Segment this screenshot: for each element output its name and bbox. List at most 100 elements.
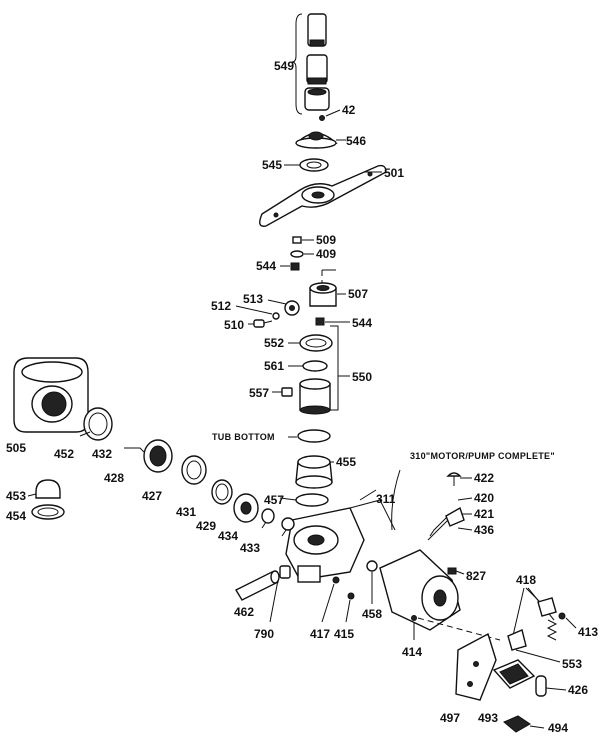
label-509: 509 [316,233,336,247]
part-493 [492,659,536,689]
part-413 [558,612,577,629]
part-453 [27,479,61,499]
label-311: 311 [376,492,396,506]
part-433 [281,517,295,537]
label-493: 493 [478,711,498,725]
label-507: 507 [348,287,368,301]
label-418: 418 [516,573,536,587]
label-505: 505 [6,441,26,455]
label-544-lower: 544 [352,316,372,330]
label-415: 415 [334,627,354,641]
label-510: 510 [224,318,244,332]
label-452: 452 [54,447,74,461]
part-429 [233,493,259,523]
label-561: 561 [264,359,284,373]
part-455 [295,455,334,489]
part-550-bracket [330,325,350,411]
part-512 [235,305,280,320]
part-409 [290,250,314,258]
part-452-clamp [79,407,113,441]
part-427-ring [181,455,207,485]
part-790 [269,565,291,623]
part-426 [535,675,567,697]
part-415 [345,592,355,623]
label-790: 790 [254,627,274,641]
label-453: 453 [6,489,26,503]
label-544-upper: 544 [256,259,276,273]
label-501: 501 [384,166,404,180]
label-457: 457 [264,493,284,507]
tub-bottom-seal [288,429,331,443]
part-507-hub [309,269,346,307]
label-497: 497 [440,711,460,725]
part-545 [284,158,329,172]
label-545: 545 [262,158,282,172]
part-422 [446,472,472,486]
label-310-motor-pump: 310"MOTOR/PUMP COMPLETE" [410,451,555,461]
part-546 [295,131,346,149]
label-414: 414 [402,645,422,659]
label-455: 455 [336,455,356,469]
part-42 [319,109,341,121]
part-501-spray-arm [259,164,387,227]
part-557 [272,387,293,397]
label-546: 546 [346,134,366,148]
part-494 [503,715,545,733]
part-553-spring [515,619,561,663]
label-454: 454 [6,509,26,523]
part-458 [366,560,378,604]
label-552: 552 [264,336,284,350]
part-544-lower [315,317,350,326]
label-462: 462 [234,605,254,619]
label-431: 431 [176,505,196,519]
label-458: 458 [362,607,382,621]
part-pump-impeller [299,378,331,415]
part-513-gear [267,299,300,316]
part-418-bracket [507,587,557,651]
part-510 [248,319,273,328]
label-549: 549 [274,59,294,73]
label-426: 426 [568,683,588,697]
part-462-hose [235,570,280,601]
part-431-ring [211,479,233,505]
label-tub-bottom: TUB BOTTOM [212,432,275,442]
label-422: 422 [474,471,494,485]
part-420-spring [427,497,473,541]
label-553: 553 [562,657,582,671]
label-512: 512 [211,299,231,313]
label-433: 433 [240,541,260,555]
part-417 [321,576,340,623]
label-550: 550 [352,370,372,384]
part-414 [411,615,417,640]
part-505-filter-housing [13,357,89,433]
part-311-pump-housing [285,489,396,583]
part-549-assembly [291,13,330,115]
label-417: 417 [310,627,330,641]
part-544-upper [280,262,300,271]
part-421 [445,506,472,527]
part-561 [288,360,328,372]
part-310-motor [379,469,501,641]
part-454-clamp [31,504,65,520]
label-409: 409 [316,247,336,261]
part-436 [457,527,473,531]
label-429: 429 [196,519,216,533]
part-434 [261,508,275,529]
label-494: 494 [548,721,568,735]
label-420: 420 [474,491,494,505]
label-557: 557 [249,386,269,400]
label-413: 413 [578,625,598,639]
part-457-clamp [279,493,329,507]
part-827 [447,567,465,575]
part-497-bracket [455,632,497,701]
part-428-coupling [124,439,173,473]
label-42: 42 [342,103,356,117]
label-421: 421 [474,507,494,521]
label-513: 513 [243,292,263,306]
label-428: 428 [104,471,124,485]
label-432: 432 [92,447,112,461]
label-827: 827 [466,569,486,583]
part-552 [288,334,333,352]
